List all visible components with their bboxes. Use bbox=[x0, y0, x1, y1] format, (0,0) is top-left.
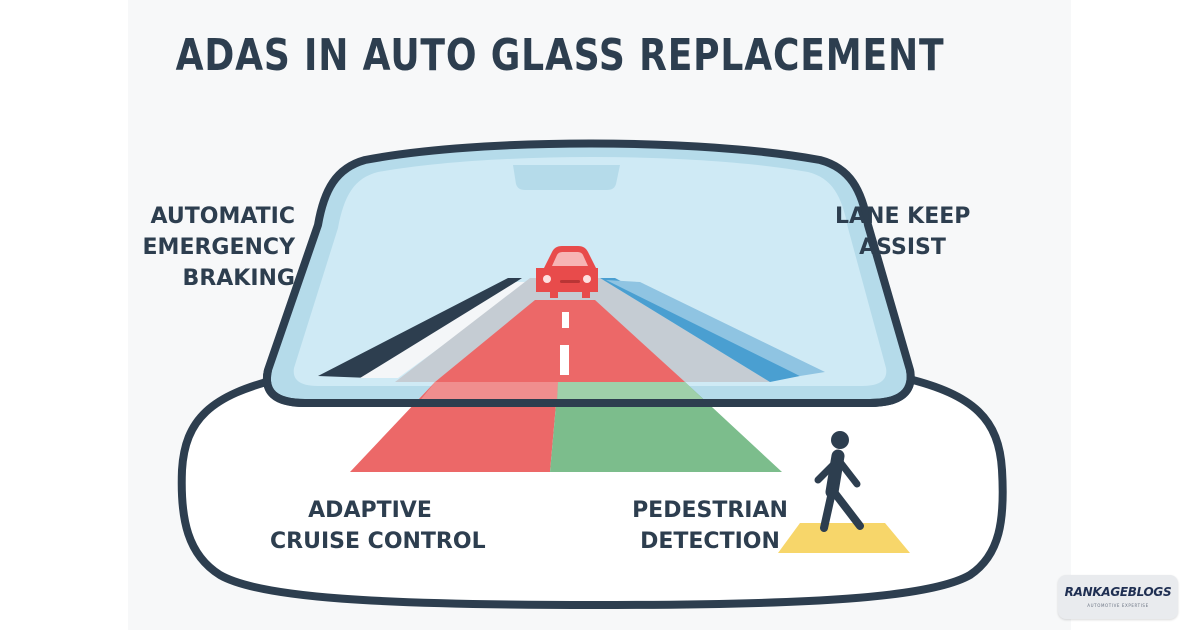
rankageblogs-logo: RANKAGEBLOGS AUTOMOTIVE EXPERTISE bbox=[1058, 575, 1178, 619]
ped-label: PEDESTRIAN DETECTION bbox=[630, 495, 790, 557]
lka-label-line-1: LANE KEEP bbox=[835, 204, 971, 229]
acc-label: ADAPTIVE CRUISE CONTROL bbox=[270, 495, 486, 557]
lane-keep-zone-light bbox=[606, 280, 825, 376]
lka-label: LANE KEEP ASSIST bbox=[835, 201, 970, 263]
lane-dash bbox=[562, 312, 569, 328]
aeb-label-line-3: BRAKING bbox=[182, 266, 295, 291]
ped-label-line-2: DETECTION bbox=[640, 529, 780, 554]
braking-zone-road bbox=[435, 300, 685, 382]
windshield-lower-edge bbox=[262, 369, 915, 407]
aeb-label: AUTOMATIC EMERGENCY BRAKING bbox=[140, 201, 295, 294]
left-lane-stripe-inner bbox=[360, 282, 530, 378]
left-lane-stripe bbox=[318, 278, 522, 378]
lane-keep-zone bbox=[600, 278, 800, 382]
crosswalk bbox=[778, 523, 910, 553]
lka-label-line-2: ASSIST bbox=[859, 235, 946, 260]
cruise-zone-overlap bbox=[557, 382, 707, 403]
mirror-mount bbox=[513, 165, 620, 190]
lane-dash bbox=[560, 345, 569, 375]
acc-label-line-2: CRUISE CONTROL bbox=[270, 529, 486, 554]
logo-name: RANKAGEBLOGS bbox=[1064, 585, 1172, 599]
aeb-label-line-2: EMERGENCY bbox=[142, 235, 295, 260]
car-icon bbox=[536, 246, 598, 298]
page-title: ADAS IN AUTO GLASS REPLACEMENT bbox=[175, 30, 945, 81]
ped-label-line-1: PEDESTRIAN bbox=[632, 498, 788, 523]
logo-tagline: AUTOMOTIVE EXPERTISE bbox=[1087, 603, 1149, 608]
braking-zone-overlap bbox=[418, 382, 558, 403]
acc-label-line-1: ADAPTIVE bbox=[308, 498, 432, 523]
pedestrian-icon bbox=[814, 431, 864, 532]
aeb-label-line-1: AUTOMATIC bbox=[150, 204, 295, 229]
